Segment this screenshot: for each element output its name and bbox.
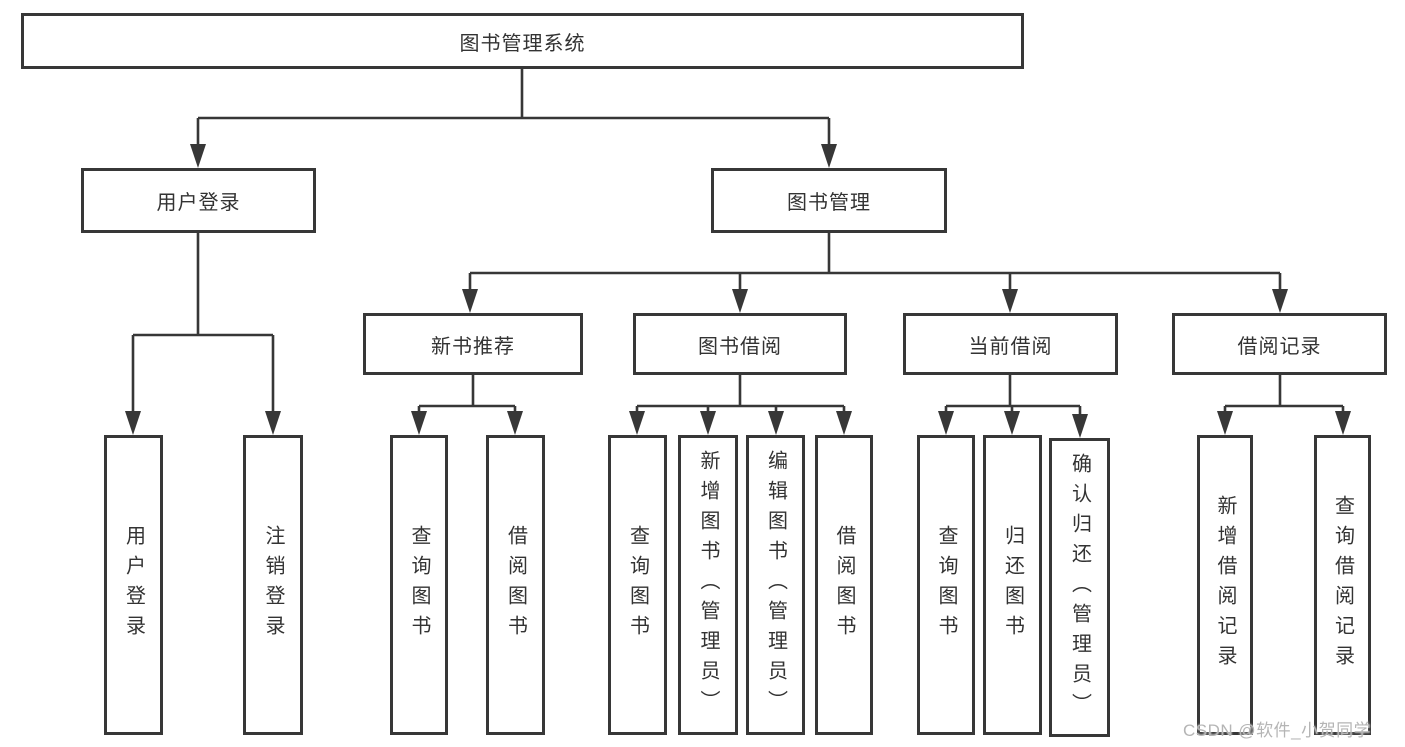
node-book-borrowing: 图书借阅 xyxy=(633,313,847,375)
node-book-management-label: 图书管理 xyxy=(787,192,871,214)
leaf-current-query-books-label: 查询图书 xyxy=(935,525,957,645)
leaf-recommend-query-books-label: 查询图书 xyxy=(408,525,430,645)
node-root-label: 图书管理系统 xyxy=(459,32,586,55)
leaf-logout-label: 注销登录 xyxy=(262,525,284,645)
leaf-current-return-books: 归还图书 xyxy=(983,435,1042,735)
leaf-user-login-label: 用户登录 xyxy=(122,525,145,645)
leaf-borrowing-query-books-label: 查询图书 xyxy=(626,525,649,645)
leaf-borrowing-borrow-books: 借阅图书 xyxy=(815,435,873,735)
leaf-recommend-borrow-books-label: 借阅图书 xyxy=(504,525,527,645)
leaf-borrowing-query-books: 查询图书 xyxy=(608,435,667,735)
leaf-borrowing-add-books-admin: 新增图书（管理员） xyxy=(678,435,738,735)
node-borrowing-records: 借阅记录 xyxy=(1172,313,1387,375)
leaf-borrowing-borrow-books-label: 借阅图书 xyxy=(833,525,855,645)
node-root-library-system: 图书管理系统 xyxy=(21,13,1024,69)
leaf-current-query-books: 查询图书 xyxy=(917,435,975,735)
leaf-records-query-borrow-record-label: 查询借阅记录 xyxy=(1331,495,1354,675)
csdn-watermark: CSDN @软件_小贺同学 xyxy=(1183,721,1372,740)
leaf-records-query-borrow-record: 查询借阅记录 xyxy=(1314,435,1371,735)
leaf-records-add-borrow-record-label: 新增借阅记录 xyxy=(1214,495,1236,675)
leaf-borrowing-edit-books-admin: 编辑图书（管理员） xyxy=(746,435,805,735)
connector-arrowheads xyxy=(125,144,1351,438)
leaf-current-confirm-return-admin-label: 确认归还（管理员） xyxy=(1068,452,1091,723)
node-current-borrowing: 当前借阅 xyxy=(903,313,1118,375)
leaf-borrowing-add-books-admin-label: 新增图书（管理员） xyxy=(697,450,719,720)
leaf-recommend-query-books: 查询图书 xyxy=(390,435,448,735)
leaf-recommend-borrow-books: 借阅图书 xyxy=(486,435,545,735)
leaf-records-add-borrow-record: 新增借阅记录 xyxy=(1197,435,1253,735)
node-new-book-recommend-label: 新书推荐 xyxy=(431,335,515,358)
node-user-login: 用户登录 xyxy=(81,168,316,233)
node-user-login-label: 用户登录 xyxy=(156,192,241,214)
leaf-current-confirm-return-admin: 确认归还（管理员） xyxy=(1049,438,1110,737)
node-borrowing-records-label: 借阅记录 xyxy=(1237,335,1322,358)
leaf-borrowing-edit-books-admin-label: 编辑图书（管理员） xyxy=(764,450,787,720)
leaf-user-login: 用户登录 xyxy=(104,435,163,735)
node-current-borrowing-label: 当前借阅 xyxy=(968,335,1053,358)
node-book-management: 图书管理 xyxy=(711,168,947,233)
leaf-logout: 注销登录 xyxy=(243,435,303,735)
node-book-borrowing-label: 图书借阅 xyxy=(698,335,782,358)
leaf-current-return-books-label: 归还图书 xyxy=(1001,525,1024,645)
node-new-book-recommend: 新书推荐 xyxy=(363,313,583,375)
